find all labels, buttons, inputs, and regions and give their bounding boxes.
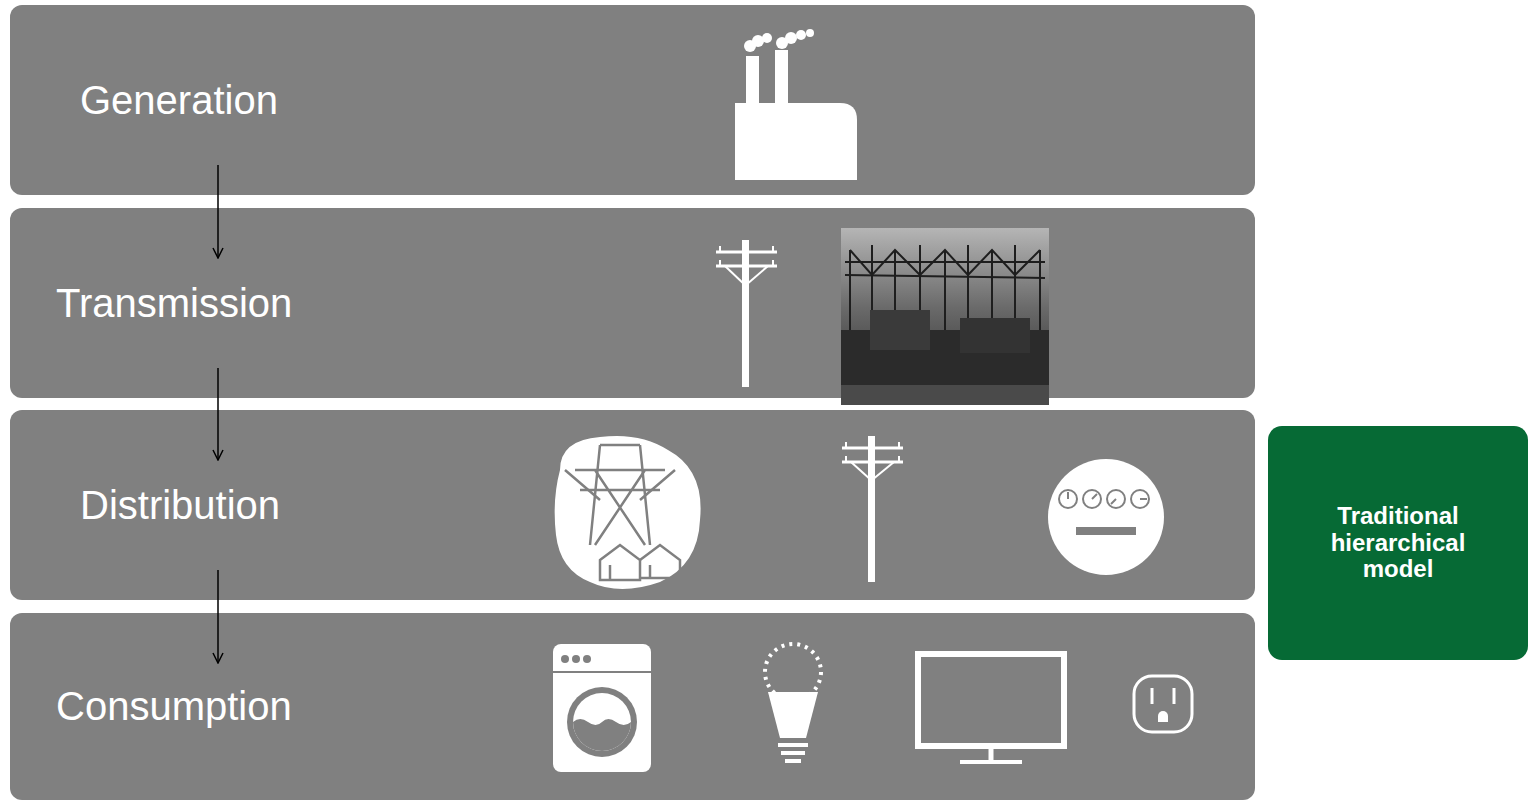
node-label: Transmission: [56, 281, 292, 326]
node-label: Distribution: [80, 483, 280, 528]
node-label: Generation: [80, 78, 278, 123]
node-label: Consumption: [56, 684, 292, 729]
model-tag: Traditional hierarchical model: [1268, 426, 1528, 660]
layer-band: Generation: [10, 5, 1255, 195]
layer-band: Transmission: [10, 208, 1255, 398]
layer-band: Distribution: [10, 410, 1255, 600]
node-label: Traditional hierarchical model: [1313, 503, 1483, 582]
layer-band: Consumption: [10, 613, 1255, 800]
